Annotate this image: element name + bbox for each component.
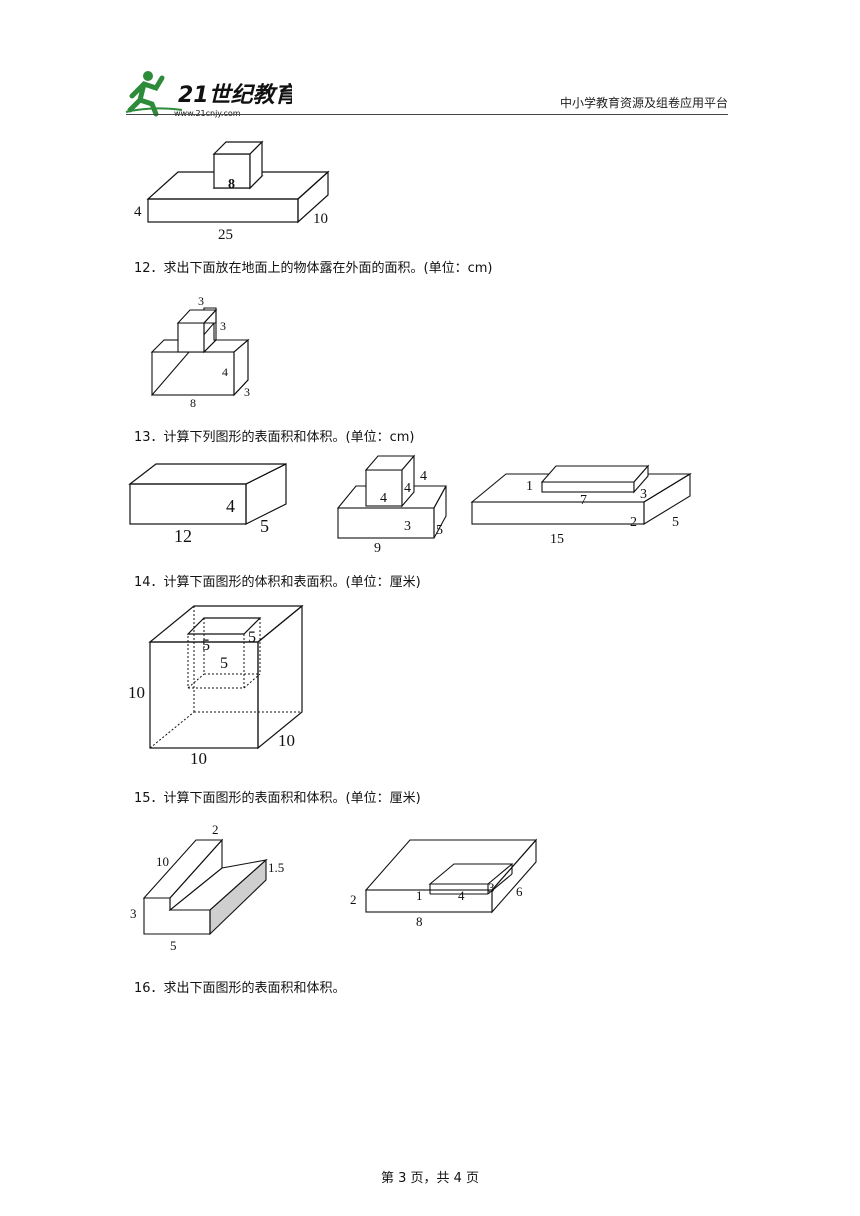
fig15-1-length: 10 <box>156 854 169 869</box>
fig13-2-cube-d: 4 <box>420 469 427 484</box>
fig13-3-base-d: 5 <box>672 515 679 530</box>
fig12-base-h: 4 <box>222 365 228 379</box>
fig15-1-width: 5 <box>170 938 177 953</box>
fig13-3-top-l: 7 <box>580 493 587 508</box>
figure-13-3: 1 7 3 2 5 15 <box>470 464 692 547</box>
header-divider <box>126 114 728 115</box>
fig11-length-label: 25 <box>218 227 233 243</box>
fig12-top-w: 3 <box>198 294 204 308</box>
fig13-2-base-d: 5 <box>436 523 443 538</box>
fig13-3-top-h: 1 <box>526 479 533 494</box>
fig15-2-pit-l: 4 <box>458 888 465 903</box>
question-15: 15．计算下面图形的表面积和体积。(单位：厘米) <box>134 791 421 806</box>
fig13-1-length: 12 <box>174 526 192 546</box>
fig13-2-base-h: 3 <box>404 519 411 534</box>
figure-13-2: 4 4 4 3 5 9 <box>336 454 447 556</box>
fig13-1-height: 4 <box>226 496 235 516</box>
fig14-hole-d: 5 <box>248 629 256 646</box>
fig11-depth-label: 10 <box>313 211 328 227</box>
fig11-top-label: 8 <box>228 177 235 192</box>
fig13-1-depth: 5 <box>260 516 269 536</box>
fig15-1-top: 2 <box>212 822 219 837</box>
figure-13-1: 12 4 5 <box>128 463 287 546</box>
logo-url: www.21cnjy.com <box>174 109 241 118</box>
fig12-base-l: 8 <box>190 396 196 410</box>
fig15-2-pit-d: 3 <box>488 880 495 895</box>
fig13-3-base-h: 2 <box>630 515 637 530</box>
figure-15-1: 2 10 1.5 3 5 <box>130 822 284 953</box>
fig14-length: 10 <box>190 749 207 768</box>
fig15-2-length: 8 <box>416 914 423 929</box>
header-logo: 21世纪教育 www.21cnjy.com <box>122 66 301 120</box>
fig15-1-height: 3 <box>130 906 137 921</box>
fig13-2-cube-w: 4 <box>380 491 387 506</box>
page-footer: 第 3 页，共 4 页 <box>380 1171 480 1186</box>
fig12-base-d: 3 <box>244 385 250 399</box>
logo-text: 21世纪教育 <box>178 82 292 108</box>
fig14-hole-w: 5 <box>202 637 210 654</box>
fig13-3-base-l: 15 <box>550 532 564 547</box>
fig15-2-pit-h: 1 <box>416 888 423 903</box>
site-name: 中小学教育资源及组卷应用平台 <box>559 96 728 110</box>
question-12: 12．求出下面放在地面上的物体露在外面的面积。(单位：cm) <box>134 261 493 276</box>
fig14-depth: 10 <box>278 731 295 750</box>
question-13: 13．计算下列图形的表面积和体积。(单位：cm) <box>134 430 415 445</box>
fig15-1-side: 1.5 <box>268 860 284 875</box>
fig13-2-base-l: 9 <box>374 541 381 556</box>
fig15-2-height: 2 <box>350 892 357 907</box>
question-16: 16．求出下面图形的表面积和体积。 <box>134 981 346 996</box>
figure-14: 5 5 5 10 10 10 <box>128 604 304 768</box>
question-14: 14．计算下面图形的体积和表面积。(单位：厘米) <box>134 575 421 590</box>
fig14-height: 10 <box>128 683 145 702</box>
logo-runner-icon: 21世纪教育 www.21cnjy.com <box>125 71 301 118</box>
fig11-height-label: 4 <box>134 204 142 220</box>
fig12-top-h: 3 <box>220 319 226 333</box>
fig14-hole-h: 5 <box>220 655 228 672</box>
fig13-2-cube-h: 4 <box>404 481 411 496</box>
figure-12: 3 3 4 3 8 <box>150 294 250 410</box>
fig13-3-top-d: 3 <box>640 487 647 502</box>
fig15-2-depth: 6 <box>516 884 523 899</box>
figure-11: 8 4 25 10 <box>134 140 330 243</box>
figure-15-2: 2 8 1 4 3 6 <box>350 838 538 929</box>
